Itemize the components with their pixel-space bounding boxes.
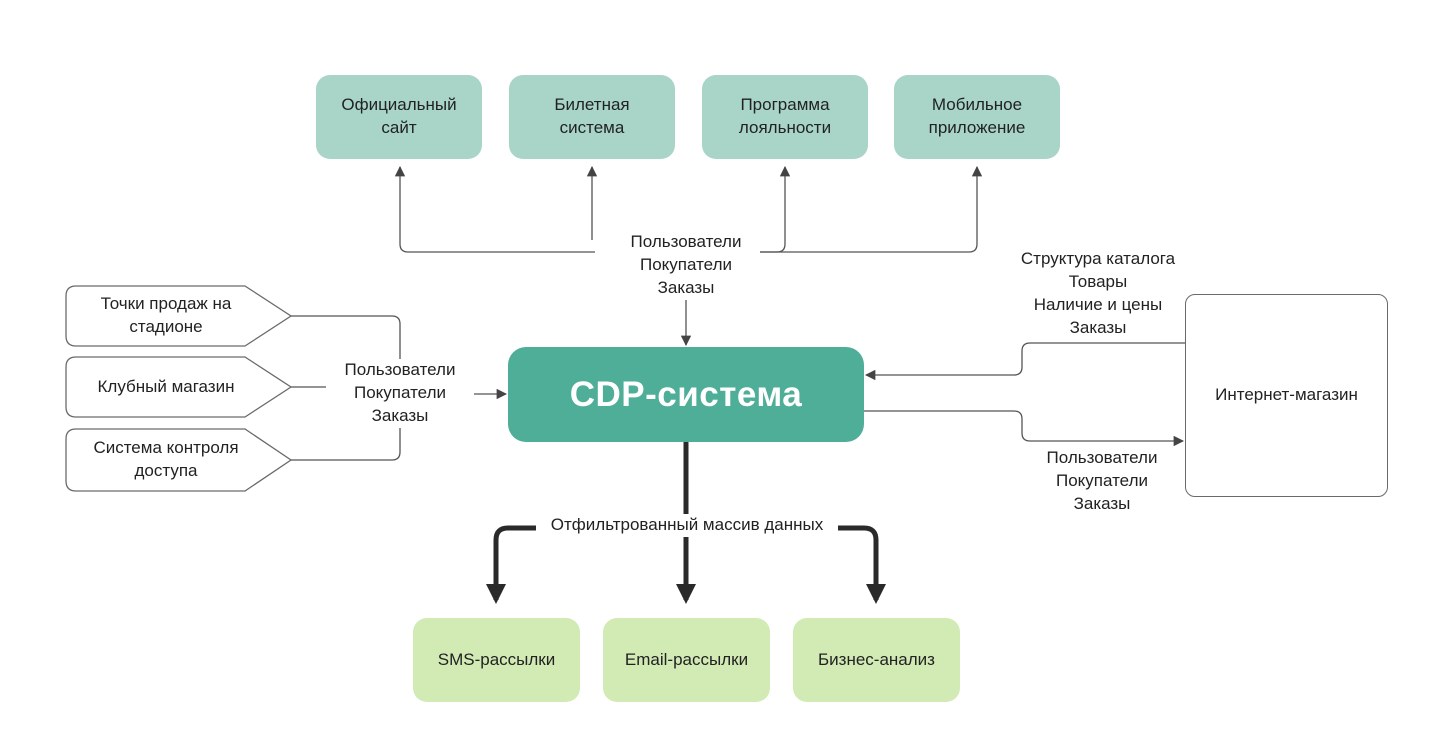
- internet-shop-label: Интернет-магазин: [1215, 385, 1358, 405]
- shop-out-line: Пользователи: [1046, 448, 1158, 467]
- connector-to-mobile-app: [755, 165, 983, 253]
- shop-in-flow-label: Структура каталога Товары Наличие и цены…: [1000, 248, 1196, 340]
- left-flow-line: Пользователи: [344, 360, 456, 379]
- left-flow-line: Покупатели: [354, 382, 446, 402]
- shop-in-line: Структура каталога: [1020, 249, 1176, 268]
- box-mobile-app: Мобильное приложение: [894, 75, 1060, 159]
- box-mobile-app-label: Мобильное приложение: [928, 95, 1026, 137]
- shop-in-line: Товары: [1068, 271, 1128, 291]
- box-official-site: Официальный сайт: [316, 75, 482, 159]
- box-loyalty-program: Программа лояльности: [702, 75, 868, 159]
- top-connectors: [394, 165, 983, 347]
- internet-shop-box: Интернет-магазин: [1185, 294, 1388, 497]
- top-flow-line: Пользователи: [630, 232, 742, 251]
- box-email-mailing: Email-рассылки: [603, 618, 770, 702]
- right-connectors: [864, 342, 1185, 447]
- box-sms-mailing-label: SMS-рассылки: [437, 649, 556, 669]
- source-club-shop-label: Клубный магазин: [97, 376, 235, 396]
- connector-to-business-analysis: [836, 525, 886, 604]
- shop-out-line: Заказы: [1073, 493, 1131, 513]
- top-flow-line: Покупатели: [640, 254, 732, 274]
- pentagon-access-control: [65, 428, 293, 492]
- source-club-shop: Клубный магазин: [66, 357, 266, 417]
- shop-in-line: Наличие и цены: [1033, 294, 1163, 314]
- source-stadium-points-label: Точки продаж на стадионе: [100, 294, 232, 336]
- box-ticket-system: Билетная система: [509, 75, 675, 159]
- shop-out-line: Покупатели: [1056, 470, 1148, 490]
- cdp-system-box: CDP-система: [508, 347, 864, 442]
- connector-center-to-shop: [864, 410, 1185, 447]
- box-official-site-label: Официальный сайт: [341, 95, 457, 137]
- top-flow-label: Пользователи Покупатели Заказы: [612, 231, 760, 300]
- connector-to-official-site: [394, 165, 595, 253]
- left-flow-label: Пользователи Покупатели Заказы: [326, 359, 474, 428]
- shop-in-line: Заказы: [1069, 317, 1127, 337]
- box-ticket-system-label: Билетная система: [554, 95, 630, 137]
- box-email-mailing-label: Email-рассылки: [624, 649, 749, 669]
- connector-shop-to-center: [864, 342, 1185, 381]
- left-flow-line: Заказы: [371, 405, 429, 425]
- pentagon-stadium-points: [65, 285, 293, 347]
- source-access-control-label: Система контроля доступа: [93, 438, 239, 480]
- left-source-shapes: [65, 285, 293, 492]
- bottom-flow-label: Отфильтрованный массив данных: [536, 514, 838, 537]
- box-sms-mailing: SMS-рассылки: [413, 618, 580, 702]
- box-business-analysis-label: Бизнес-анализ: [818, 649, 935, 669]
- pentagon-club-shop: [65, 356, 293, 418]
- top-flow-line: Заказы: [657, 277, 715, 297]
- bottom-flow-text: Отфильтрованный массив данных: [550, 515, 824, 534]
- source-access-control: Система контроля доступа: [66, 429, 266, 491]
- connector-to-sms: [486, 525, 540, 604]
- cdp-system-title: CDP-система: [569, 374, 803, 414]
- box-business-analysis: Бизнес-анализ: [793, 618, 960, 702]
- source-stadium-points: Точки продаж на стадионе: [66, 286, 266, 346]
- shop-out-flow-label: Пользователи Покупатели Заказы: [1030, 447, 1174, 516]
- box-loyalty-program-label: Программа лояльности: [738, 95, 832, 137]
